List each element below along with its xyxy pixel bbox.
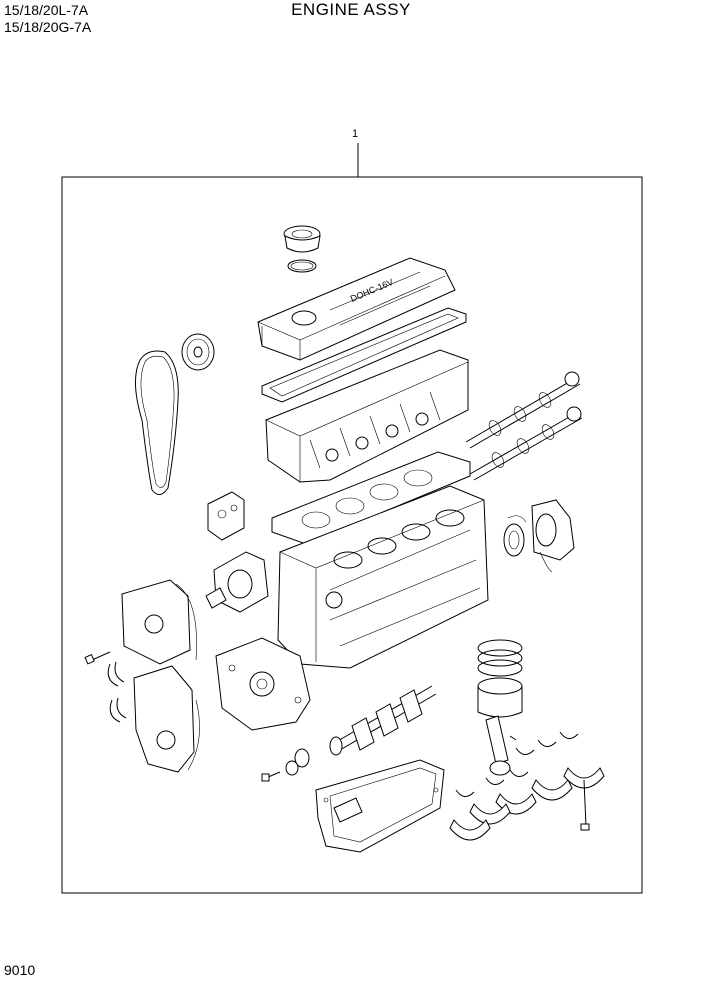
engine-mount-bracket-icon — [207, 491, 245, 541]
oil-pan-icon — [315, 759, 445, 853]
model-code-line-2: 15/18/20G-7A — [4, 19, 92, 35]
assembly-frame — [61, 176, 643, 894]
piston-icon — [477, 677, 523, 718]
o-ring-icon — [107, 661, 127, 723]
timing-cover-icon — [121, 579, 197, 665]
page-number: 9010 — [4, 962, 36, 978]
model-code-line-1: 15/18/20L-7A — [4, 2, 89, 18]
page-title: ENGINE ASSY — [291, 0, 411, 19]
crank-gear-icon — [285, 748, 310, 776]
bolt-icon — [261, 771, 281, 782]
piston-ring-icon — [477, 639, 523, 677]
head-gasket-icon — [271, 451, 471, 545]
bolt-icon — [580, 779, 590, 831]
bolt-icon — [84, 651, 111, 665]
callout-number: 1 — [352, 128, 359, 140]
crankshaft-icon — [329, 685, 437, 756]
main-bearing-cap-icon — [449, 767, 605, 841]
timing-belt-icon — [135, 350, 179, 495]
rocker-cover-icon: DOHC-16V — [257, 257, 456, 361]
rocker-cover-gasket-icon — [261, 307, 467, 403]
oil-pump-icon — [215, 637, 311, 731]
rear-oil-seal-case-icon — [503, 499, 575, 573]
cylinder-block-icon — [277, 485, 489, 669]
camshaft-icon — [469, 406, 583, 481]
cam-sprocket-icon — [181, 333, 215, 371]
camshaft-icon — [465, 371, 581, 449]
cylinder-head-icon — [265, 349, 469, 483]
water-pump-icon — [205, 551, 269, 613]
bearing-shell-icon — [455, 731, 579, 797]
oil-filler-cap-icon — [283, 225, 321, 253]
connecting-rod-icon — [485, 715, 517, 776]
o-ring-icon — [287, 259, 317, 273]
timing-cover-icon — [133, 665, 200, 773]
